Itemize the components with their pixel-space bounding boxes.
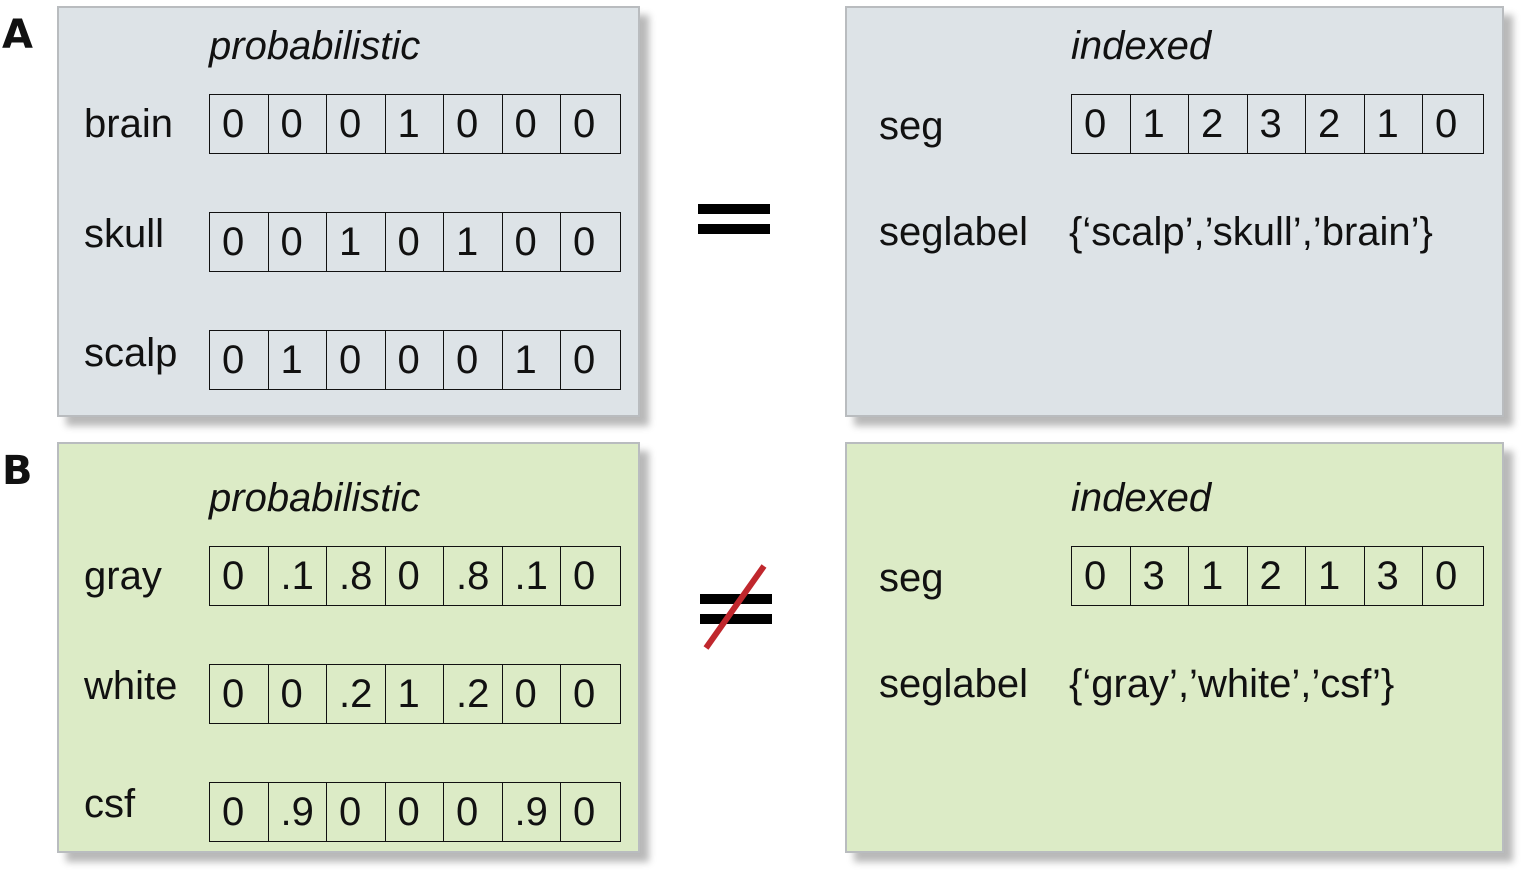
vector-cell: 0 — [386, 213, 444, 271]
vector-cell: 2 — [1306, 95, 1365, 153]
not-equals-bar-top — [700, 594, 772, 604]
vector-cell: 0 — [573, 220, 596, 264]
seglabel-label: seglabel — [879, 210, 1029, 254]
vector-cell: 0 — [269, 665, 327, 723]
vector-cell: 0 — [386, 547, 444, 605]
vector-cell: 0 — [210, 213, 269, 271]
seg-vector: 0 3 1 2 1 3 0 — [1071, 546, 1484, 606]
row-label-gray: gray — [84, 554, 162, 598]
vector-cell: 3 — [1248, 95, 1306, 153]
seglabel-value: {‘scalp’,’skull’,’brain’} — [1069, 210, 1433, 254]
vector-cell: 0 — [1072, 547, 1131, 605]
vector-cell: 0 — [573, 672, 596, 716]
seg-vector: 0 1 2 3 2 1 0 — [1071, 94, 1484, 154]
vector-cell: 2 — [1189, 95, 1248, 153]
not-equals-icon — [700, 564, 772, 650]
vector-cell: 0 — [386, 783, 444, 841]
vector-cell: 0 — [444, 783, 503, 841]
vector-cell: 1 — [1365, 95, 1423, 153]
csf-vector: 0 .9 0 0 0 .9 0 — [209, 782, 621, 842]
vector-cell: .8 — [327, 547, 386, 605]
vector-cell: 0 — [1435, 102, 1458, 146]
gray-vector: 0 .1 .8 0 .8 .1 0 — [209, 546, 621, 606]
vector-cell: 0 — [1435, 554, 1458, 598]
vector-cell: 3 — [1131, 547, 1189, 605]
vector-cell: 1 — [1189, 547, 1248, 605]
vector-cell: 1 — [386, 665, 444, 723]
row-label-scalp: scalp — [84, 331, 178, 375]
vector-cell: 1 — [327, 213, 386, 271]
vector-cell: 0 — [327, 783, 386, 841]
vector-cell: 0 — [269, 213, 327, 271]
equals-bar-top — [698, 204, 770, 214]
white-vector: 0 0 .2 1 .2 0 0 — [209, 664, 621, 724]
vector-cell: 0 — [503, 665, 561, 723]
vector-cell: 0 — [386, 331, 444, 389]
vector-cell: 3 — [1365, 547, 1423, 605]
seg-label: seg — [879, 556, 944, 600]
vector-cell: 1 — [1306, 547, 1365, 605]
equals-bar-bottom — [698, 224, 770, 234]
vector-cell: .8 — [444, 547, 503, 605]
vector-cell: .1 — [269, 547, 327, 605]
vector-cell: 0 — [573, 790, 596, 834]
seg-label: seg — [879, 104, 944, 148]
panel-b-probabilistic-box: probabilistic gray 0 .1 .8 0 .8 .1 0 whi… — [57, 442, 640, 853]
row-label-white: white — [84, 664, 178, 708]
seglabel-value: {‘gray’,’white’,’csf’} — [1069, 662, 1395, 706]
equals-icon — [698, 204, 770, 234]
brain-vector: 0 0 0 1 0 0 0 — [209, 94, 621, 154]
not-equals-bar-bottom — [700, 614, 772, 624]
row-label-csf: csf — [84, 782, 136, 826]
panel-a-indexed-heading: indexed — [1071, 24, 1212, 68]
vector-cell: 0 — [210, 665, 269, 723]
scalp-vector: 0 1 0 0 0 1 0 — [209, 330, 621, 390]
panel-a-indexed-box: indexed seg 0 1 2 3 2 1 0 seglabel {‘sca… — [845, 6, 1504, 417]
vector-cell: 0 — [210, 95, 269, 153]
vector-cell: 0 — [210, 547, 269, 605]
vector-cell: 0 — [210, 331, 269, 389]
panel-a-probabilistic-heading: probabilistic — [209, 24, 421, 68]
vector-cell: 0 — [1072, 95, 1131, 153]
vector-cell: 0 — [210, 783, 269, 841]
skull-vector: 0 0 1 0 1 0 0 — [209, 212, 621, 272]
row-label-brain: brain — [84, 102, 173, 146]
vector-cell: 0 — [573, 338, 596, 382]
panel-b-label: B — [2, 448, 33, 494]
vector-cell: 1 — [386, 95, 444, 153]
vector-cell: 0 — [269, 95, 327, 153]
vector-cell: 1 — [1131, 95, 1189, 153]
panel-a-probabilistic-box: probabilistic brain 0 0 0 1 0 0 0 skull … — [57, 6, 640, 417]
vector-cell: 0 — [327, 95, 386, 153]
vector-cell: .2 — [327, 665, 386, 723]
vector-cell: 0 — [573, 102, 596, 146]
vector-cell: 2 — [1248, 547, 1306, 605]
vector-cell: 0 — [444, 95, 503, 153]
vector-cell: 0 — [573, 554, 596, 598]
vector-cell: 0 — [327, 331, 386, 389]
seglabel-label: seglabel — [879, 662, 1029, 706]
vector-cell: .2 — [444, 665, 503, 723]
vector-cell: 0 — [503, 95, 561, 153]
vector-cell: .1 — [503, 547, 561, 605]
panel-b-indexed-box: indexed seg 0 3 1 2 1 3 0 seglabel {‘gra… — [845, 442, 1504, 853]
strike-line — [703, 564, 767, 650]
row-label-skull: skull — [84, 212, 165, 256]
panel-a-label: A — [2, 12, 33, 58]
vector-cell: 1 — [503, 331, 561, 389]
vector-cell: 1 — [444, 213, 503, 271]
panel-b-indexed-heading: indexed — [1071, 476, 1212, 520]
vector-cell: .9 — [503, 783, 561, 841]
panel-b-probabilistic-heading: probabilistic — [209, 476, 421, 520]
vector-cell: 0 — [503, 213, 561, 271]
vector-cell: .9 — [269, 783, 327, 841]
vector-cell: 1 — [269, 331, 327, 389]
vector-cell: 0 — [444, 331, 503, 389]
